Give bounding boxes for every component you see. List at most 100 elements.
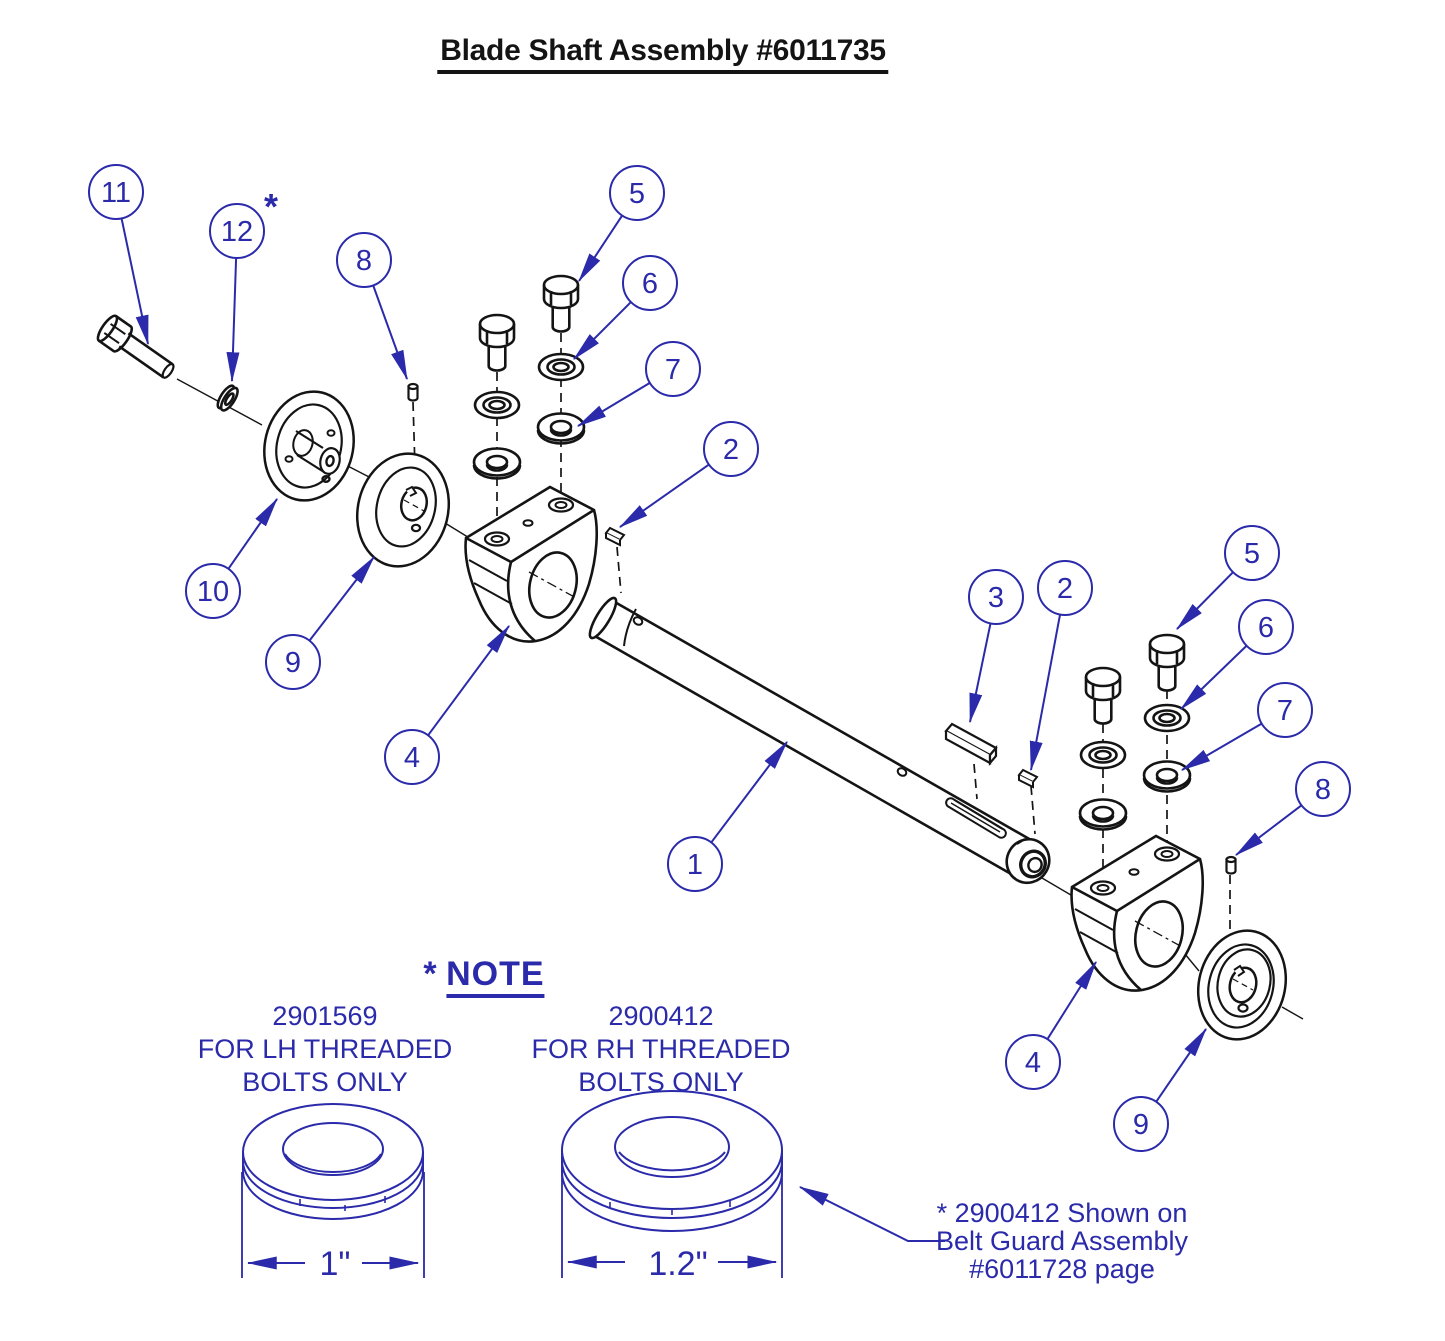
balloon-2: 2 xyxy=(618,421,759,528)
balloon-circle xyxy=(384,729,440,785)
note-heading: * NOTE xyxy=(423,955,545,998)
balloon-number: 6 xyxy=(642,268,658,300)
balloon-3: 3 xyxy=(968,569,1024,724)
hex-bolt-drawing xyxy=(478,313,516,372)
left-sheave-drawing xyxy=(355,452,451,568)
balloon-7: 7 xyxy=(1180,682,1313,771)
balloon-5: 5 xyxy=(578,165,665,283)
rh-dimension xyxy=(561,1174,783,1278)
flat-washer-drawing xyxy=(1078,798,1128,831)
balloon-leader-arrow xyxy=(120,218,149,346)
note-heading-text: NOTE xyxy=(446,955,545,998)
balloon-leader-arrow xyxy=(710,741,788,844)
balloon-number: 2 xyxy=(1057,573,1073,605)
rh-desc-line2: BOLTS ONLY xyxy=(578,1067,744,1097)
balloon-leader-arrow xyxy=(1180,722,1263,771)
blade-shaft-drawing xyxy=(588,596,1051,885)
flat-washer-drawing xyxy=(472,447,522,480)
right-small-key-drawing xyxy=(1017,768,1039,789)
rh-dimension-text: 1.2" xyxy=(648,1245,708,1283)
right-bearing-housing-drawing xyxy=(1070,834,1205,992)
balloon-leader-arrow xyxy=(618,463,710,528)
long-hex-bolt-drawing xyxy=(95,313,175,379)
balloon-leader-arrow xyxy=(1155,1027,1207,1103)
balloon-circle xyxy=(1037,560,1093,616)
page-title: Blade Shaft Assembly #6011735 xyxy=(437,34,889,74)
balloon-8: 8 xyxy=(336,232,408,381)
balloon-10: 10 xyxy=(185,497,278,619)
footnote-line3: #6011728 page xyxy=(969,1254,1155,1284)
balloon-circle xyxy=(645,341,701,397)
hex-bolt-drawing xyxy=(1084,666,1122,725)
pulley-hub-drawing xyxy=(263,390,355,502)
balloon-2: 2 xyxy=(1029,560,1093,772)
balloon-number: 8 xyxy=(356,245,372,277)
lh-dimension-text: 1" xyxy=(319,1245,351,1283)
lh-desc-line1: FOR LH THREADED xyxy=(197,1034,453,1064)
balloon-leader-arrow xyxy=(308,556,375,642)
lock-washer-drawing xyxy=(1079,740,1127,770)
balloon-leader-arrow xyxy=(1176,571,1234,630)
balloon-number: 5 xyxy=(1244,538,1260,570)
lh-part-number: 2901569 xyxy=(272,1001,378,1031)
balloon-number: 5 xyxy=(629,178,645,210)
note-washer-drawings xyxy=(241,1090,945,1278)
balloon-circle xyxy=(968,569,1024,625)
balloon-number: 9 xyxy=(1133,1109,1149,1141)
rh-note-washer-drawing xyxy=(561,1090,783,1232)
lock-washer-drawing xyxy=(473,390,521,420)
long-key-drawing xyxy=(944,722,998,766)
balloon-number: 7 xyxy=(665,354,681,386)
balloon-leader-arrow xyxy=(1029,614,1062,772)
rh-washer-label: 2900412 FOR RH THREADED BOLTS ONLY xyxy=(531,1000,790,1099)
hex-bolt-drawing xyxy=(542,274,580,333)
balloon-number: 11 xyxy=(101,177,131,209)
small-washer-drawing xyxy=(216,384,239,412)
footnote-leader-arrow xyxy=(798,1186,945,1242)
balloon-number: 3 xyxy=(988,582,1004,614)
balloon-11: 11 xyxy=(88,164,149,346)
balloon-number: 6 xyxy=(1258,612,1274,644)
balloon-leader-arrow xyxy=(969,623,992,724)
balloon-leader-arrow xyxy=(226,257,240,383)
balloon-number: 2 xyxy=(723,434,739,466)
balloon-number: 12 xyxy=(221,216,253,248)
flat-washer-drawing xyxy=(1142,760,1192,793)
rh-desc-line1: FOR RH THREADED xyxy=(531,1034,791,1064)
balloon-leader-arrow xyxy=(227,497,278,570)
balloon-number: 8 xyxy=(1315,774,1331,806)
flat-washer-drawing xyxy=(536,412,586,445)
balloon-circle xyxy=(88,164,144,220)
balloon-circle xyxy=(1113,1096,1169,1152)
footnote: * 2900412 Shown on Belt Guard Assembly #… xyxy=(936,1199,1188,1283)
balloon-leader-arrow xyxy=(1046,960,1097,1040)
balloon-circle xyxy=(1005,1034,1061,1090)
balloon-leader-arrow xyxy=(576,382,651,427)
balloon-number: 4 xyxy=(1025,1047,1041,1079)
balloon-leader-arrow xyxy=(1180,645,1248,710)
left-small-key-drawing xyxy=(604,526,626,547)
lh-washer-label: 2901569 FOR LH THREADED BOLTS ONLY xyxy=(198,1000,453,1099)
note-asterisk: * xyxy=(423,955,437,993)
balloon-6: 6 xyxy=(573,255,678,360)
footnote-line1: * 2900412 Shown on xyxy=(936,1198,1188,1228)
balloon-number: 10 xyxy=(197,576,229,608)
balloon-4: 4 xyxy=(1005,960,1097,1090)
balloon-circle xyxy=(609,165,665,221)
right-sheave-drawing xyxy=(1196,929,1288,1041)
balloon-12: 12 * xyxy=(209,186,278,383)
lh-note-washer-drawing xyxy=(242,1103,424,1220)
hex-bolt-drawing xyxy=(1148,633,1186,692)
balloon-6: 6 xyxy=(1180,599,1294,710)
roll-pin-drawing xyxy=(1225,855,1237,875)
balloon-circle xyxy=(209,203,265,259)
balloon-asterisk: * xyxy=(264,186,278,227)
exploded-parts-drawing xyxy=(95,274,1288,1041)
balloon-circle xyxy=(703,421,759,477)
roll-pin-drawing xyxy=(407,382,419,402)
balloon-4: 4 xyxy=(384,624,510,785)
balloon-circle xyxy=(622,255,678,311)
balloon-5: 5 xyxy=(1176,525,1280,630)
